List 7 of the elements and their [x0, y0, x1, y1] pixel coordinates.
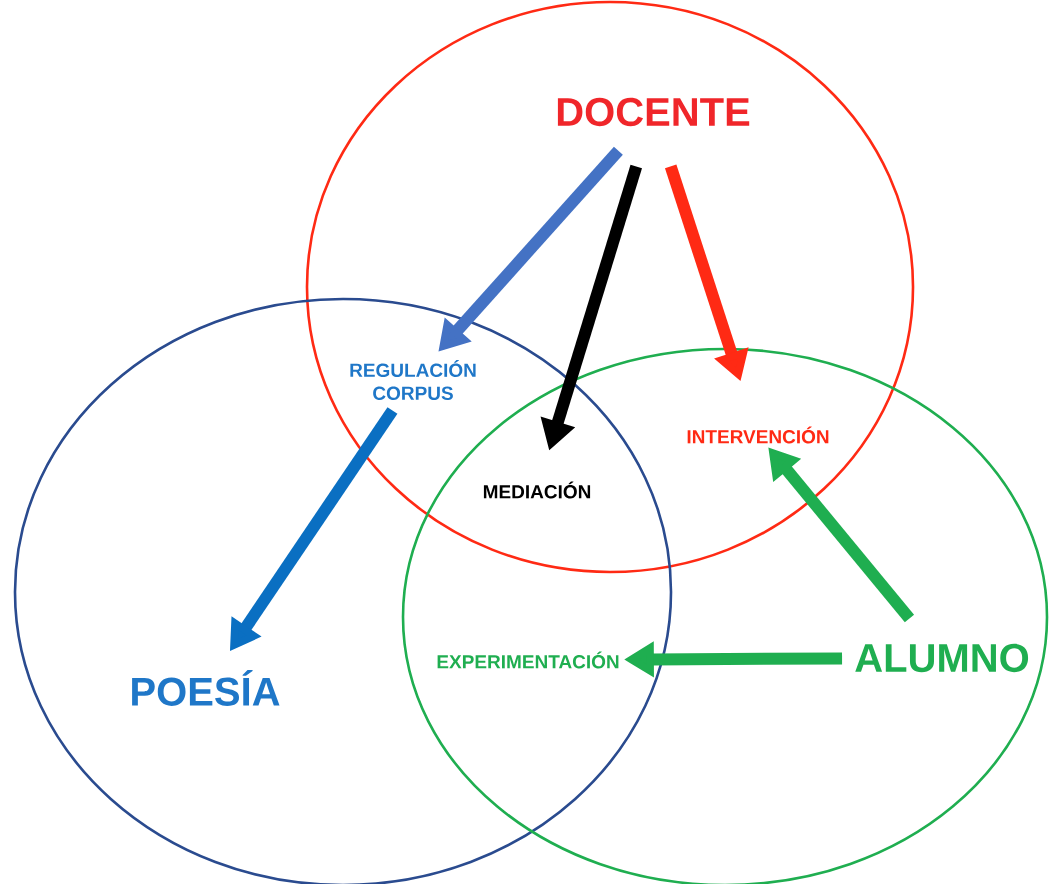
label: INTERVENCIÓN [687, 426, 829, 444]
label: EXPERIMENTACIÓN [437, 651, 619, 669]
label: POESÍA [132, 670, 280, 706]
label: REGULACIÓN CORPUS [350, 360, 476, 400]
label: DOCENTE [557, 97, 750, 127]
label: ALUMNO [855, 643, 1029, 673]
label: MEDIACIÓN [483, 481, 591, 499]
